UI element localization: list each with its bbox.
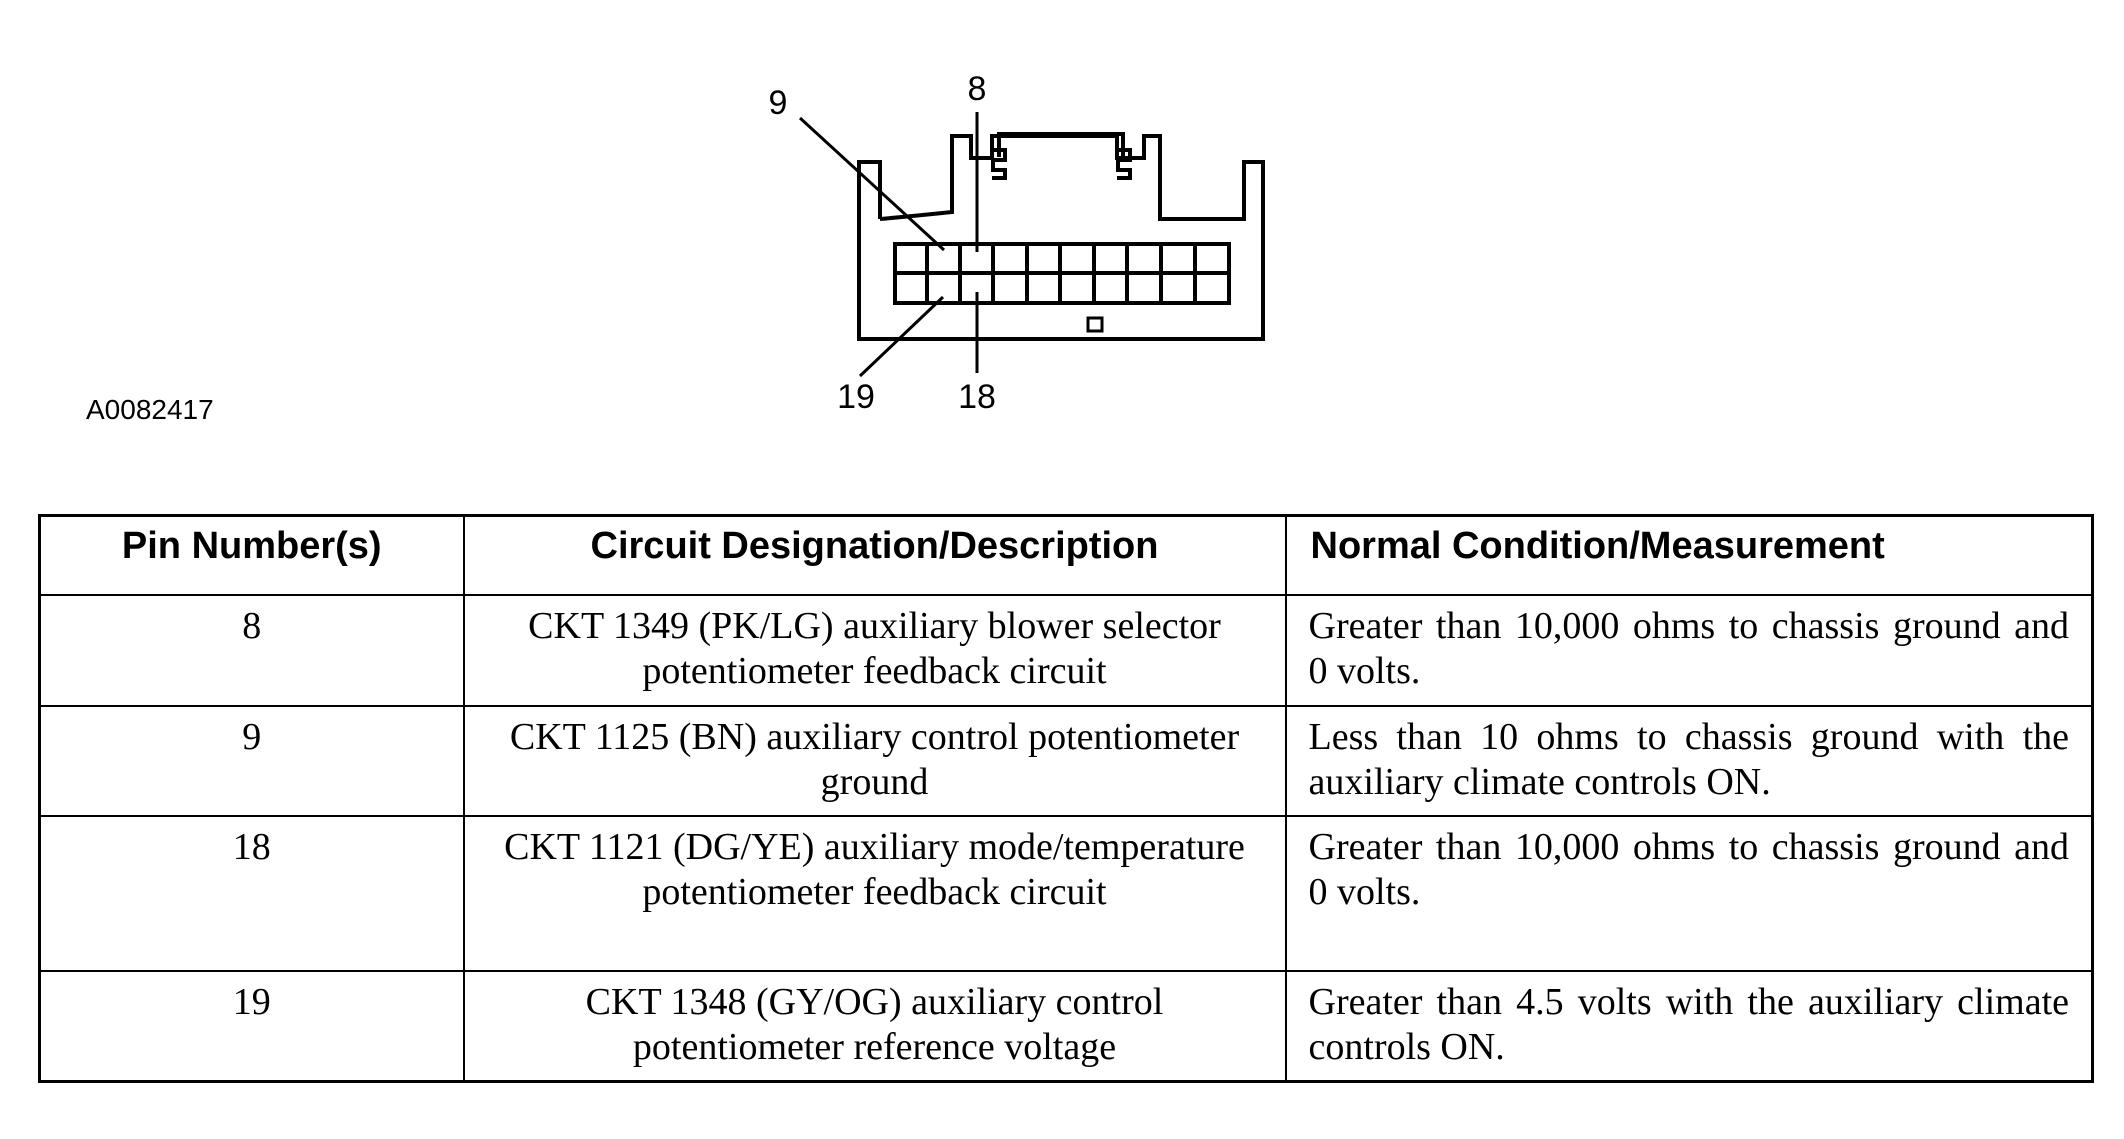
pin-test-table: Pin Number(s) Circuit Designation/Descri…	[38, 514, 2094, 1083]
pin-9-callout: 9	[769, 84, 788, 122]
table-row: 9 CKT 1125 (BN) auxiliary control potent…	[38, 705, 2094, 817]
pin-cavity-grid	[893, 242, 1231, 305]
circuit-description-cell: CKT 1121 (DG/YE) auxiliary mode/temperat…	[462, 815, 1287, 972]
condition-cell: Less than 10 ohms to chassis ground with…	[1284, 705, 2094, 817]
table-row: 8 CKT 1349 (PK/LG) auxiliary blower sele…	[38, 594, 2094, 707]
pin-19-callout: 19	[837, 378, 875, 416]
condition-cell: Greater than 10,000 ohms to chassis grou…	[1284, 594, 2094, 707]
circuit-description-cell: CKT 1349 (PK/LG) auxiliary blower select…	[462, 594, 1287, 707]
condition-cell: Greater than 10,000 ohms to chassis grou…	[1284, 815, 2094, 972]
figure-id-label: A0082417	[86, 394, 214, 425]
pin-8-callout: 8	[968, 70, 987, 108]
header-circuit-designation: Circuit Designation/Description	[462, 514, 1287, 596]
circuit-description-cell: CKT 1125 (BN) auxiliary control potentio…	[462, 705, 1287, 817]
leader-lines	[798, 112, 979, 378]
circuit-description-cell: CKT 1348 (GY/OG) auxiliary control poten…	[462, 970, 1287, 1083]
table-row: 18 CKT 1121 (DG/YE) auxiliary mode/tempe…	[38, 815, 2094, 972]
pin-number-cell: 9	[38, 705, 465, 817]
connector-diagram: 9 8 19 18 A0082417	[86, 70, 1265, 425]
table-row: 19 CKT 1348 (GY/OG) auxiliary control po…	[38, 970, 2094, 1083]
connector-outline	[857, 132, 1265, 341]
header-pin-numbers: Pin Number(s)	[38, 514, 465, 596]
pin-number-cell: 19	[38, 970, 465, 1083]
pin-number-cell: 18	[38, 815, 465, 972]
pin-18-callout: 18	[958, 378, 996, 416]
condition-cell: Greater than 4.5 volts with the auxiliar…	[1284, 970, 2094, 1083]
pin-number-cell: 8	[38, 594, 465, 707]
key-square	[1086, 316, 1104, 333]
header-normal-condition: Normal Condition/Measurement	[1284, 514, 2094, 596]
table-header-row: Pin Number(s) Circuit Designation/Descri…	[38, 514, 2094, 596]
